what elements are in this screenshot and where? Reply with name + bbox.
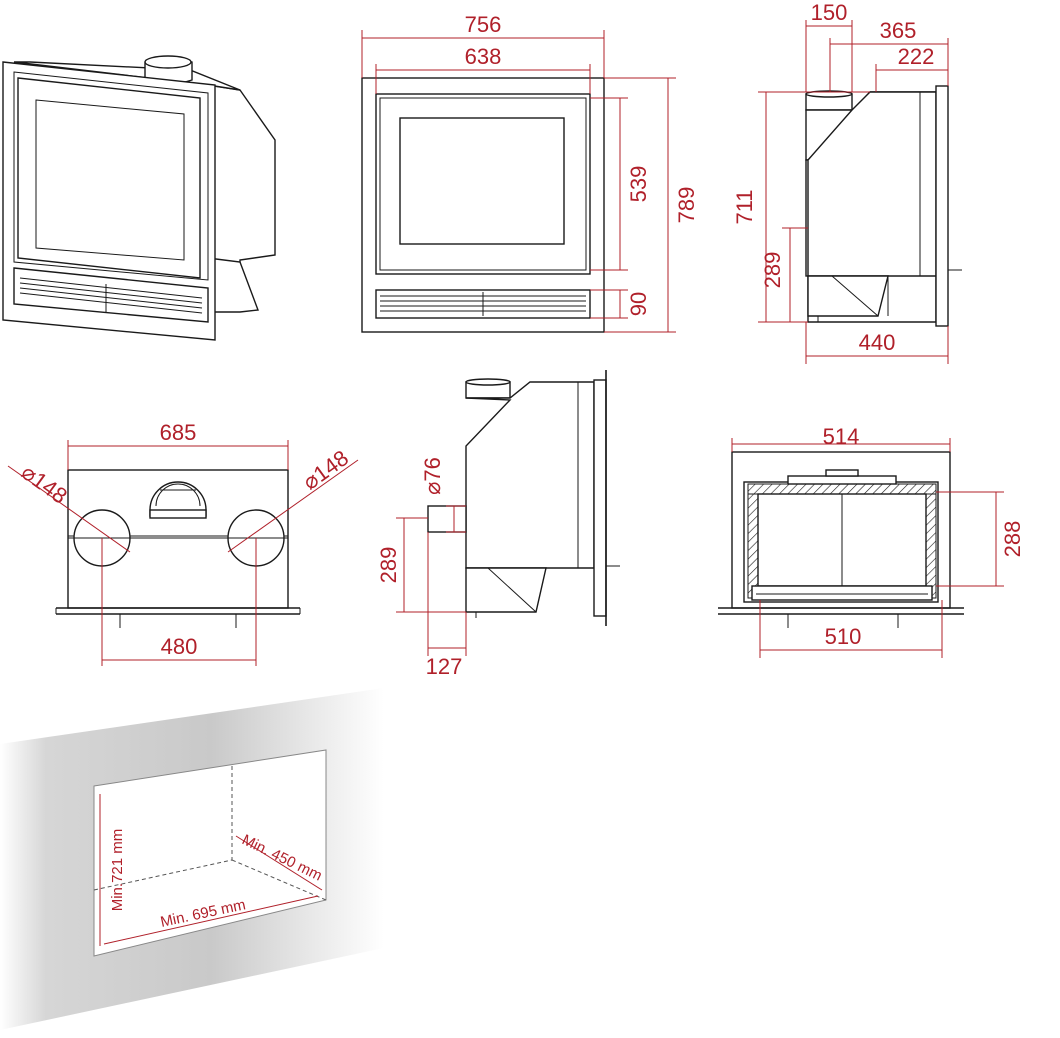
dim-288: 288	[1000, 521, 1025, 558]
dim-150: 150	[811, 0, 848, 25]
dim-638: 638	[465, 44, 502, 69]
dim-440: 440	[859, 330, 896, 355]
front-view: 756 638 539 90 789	[361, 12, 699, 333]
dim-514: 514	[823, 424, 860, 449]
perspective-view	[2, 55, 276, 341]
dim-289-section: 289	[376, 547, 401, 584]
dim-dia-76: ⌀76	[420, 457, 445, 495]
dim-711: 711	[732, 189, 757, 224]
side-view: 150 365 222 711 289 440	[732, 0, 962, 364]
niche-min-height: Min.721 mm	[109, 829, 126, 912]
dim-dia-148-left: ⌀148	[17, 459, 72, 509]
dim-510: 510	[825, 624, 862, 649]
dim-127: 127	[426, 654, 463, 679]
dim-289-side: 289	[760, 252, 785, 289]
dim-480: 480	[161, 634, 198, 659]
dim-756: 756	[465, 12, 502, 37]
rear-view: 514 288 510	[718, 424, 1025, 658]
dim-222: 222	[898, 44, 935, 69]
dim-90: 90	[626, 292, 651, 316]
dim-685: 685	[160, 420, 197, 445]
dim-365: 365	[880, 18, 917, 43]
top-view: 685 480 ⌀148 ⌀148	[7, 420, 359, 666]
niche-view: Min.721 mm Min. 450 mm Min. 695 mm	[0, 688, 384, 1030]
dim-789: 789	[674, 187, 699, 224]
section-view: ⌀76 289 127	[376, 370, 620, 679]
dim-539: 539	[626, 166, 651, 203]
dim-dia-148-right: ⌀148	[298, 445, 353, 495]
